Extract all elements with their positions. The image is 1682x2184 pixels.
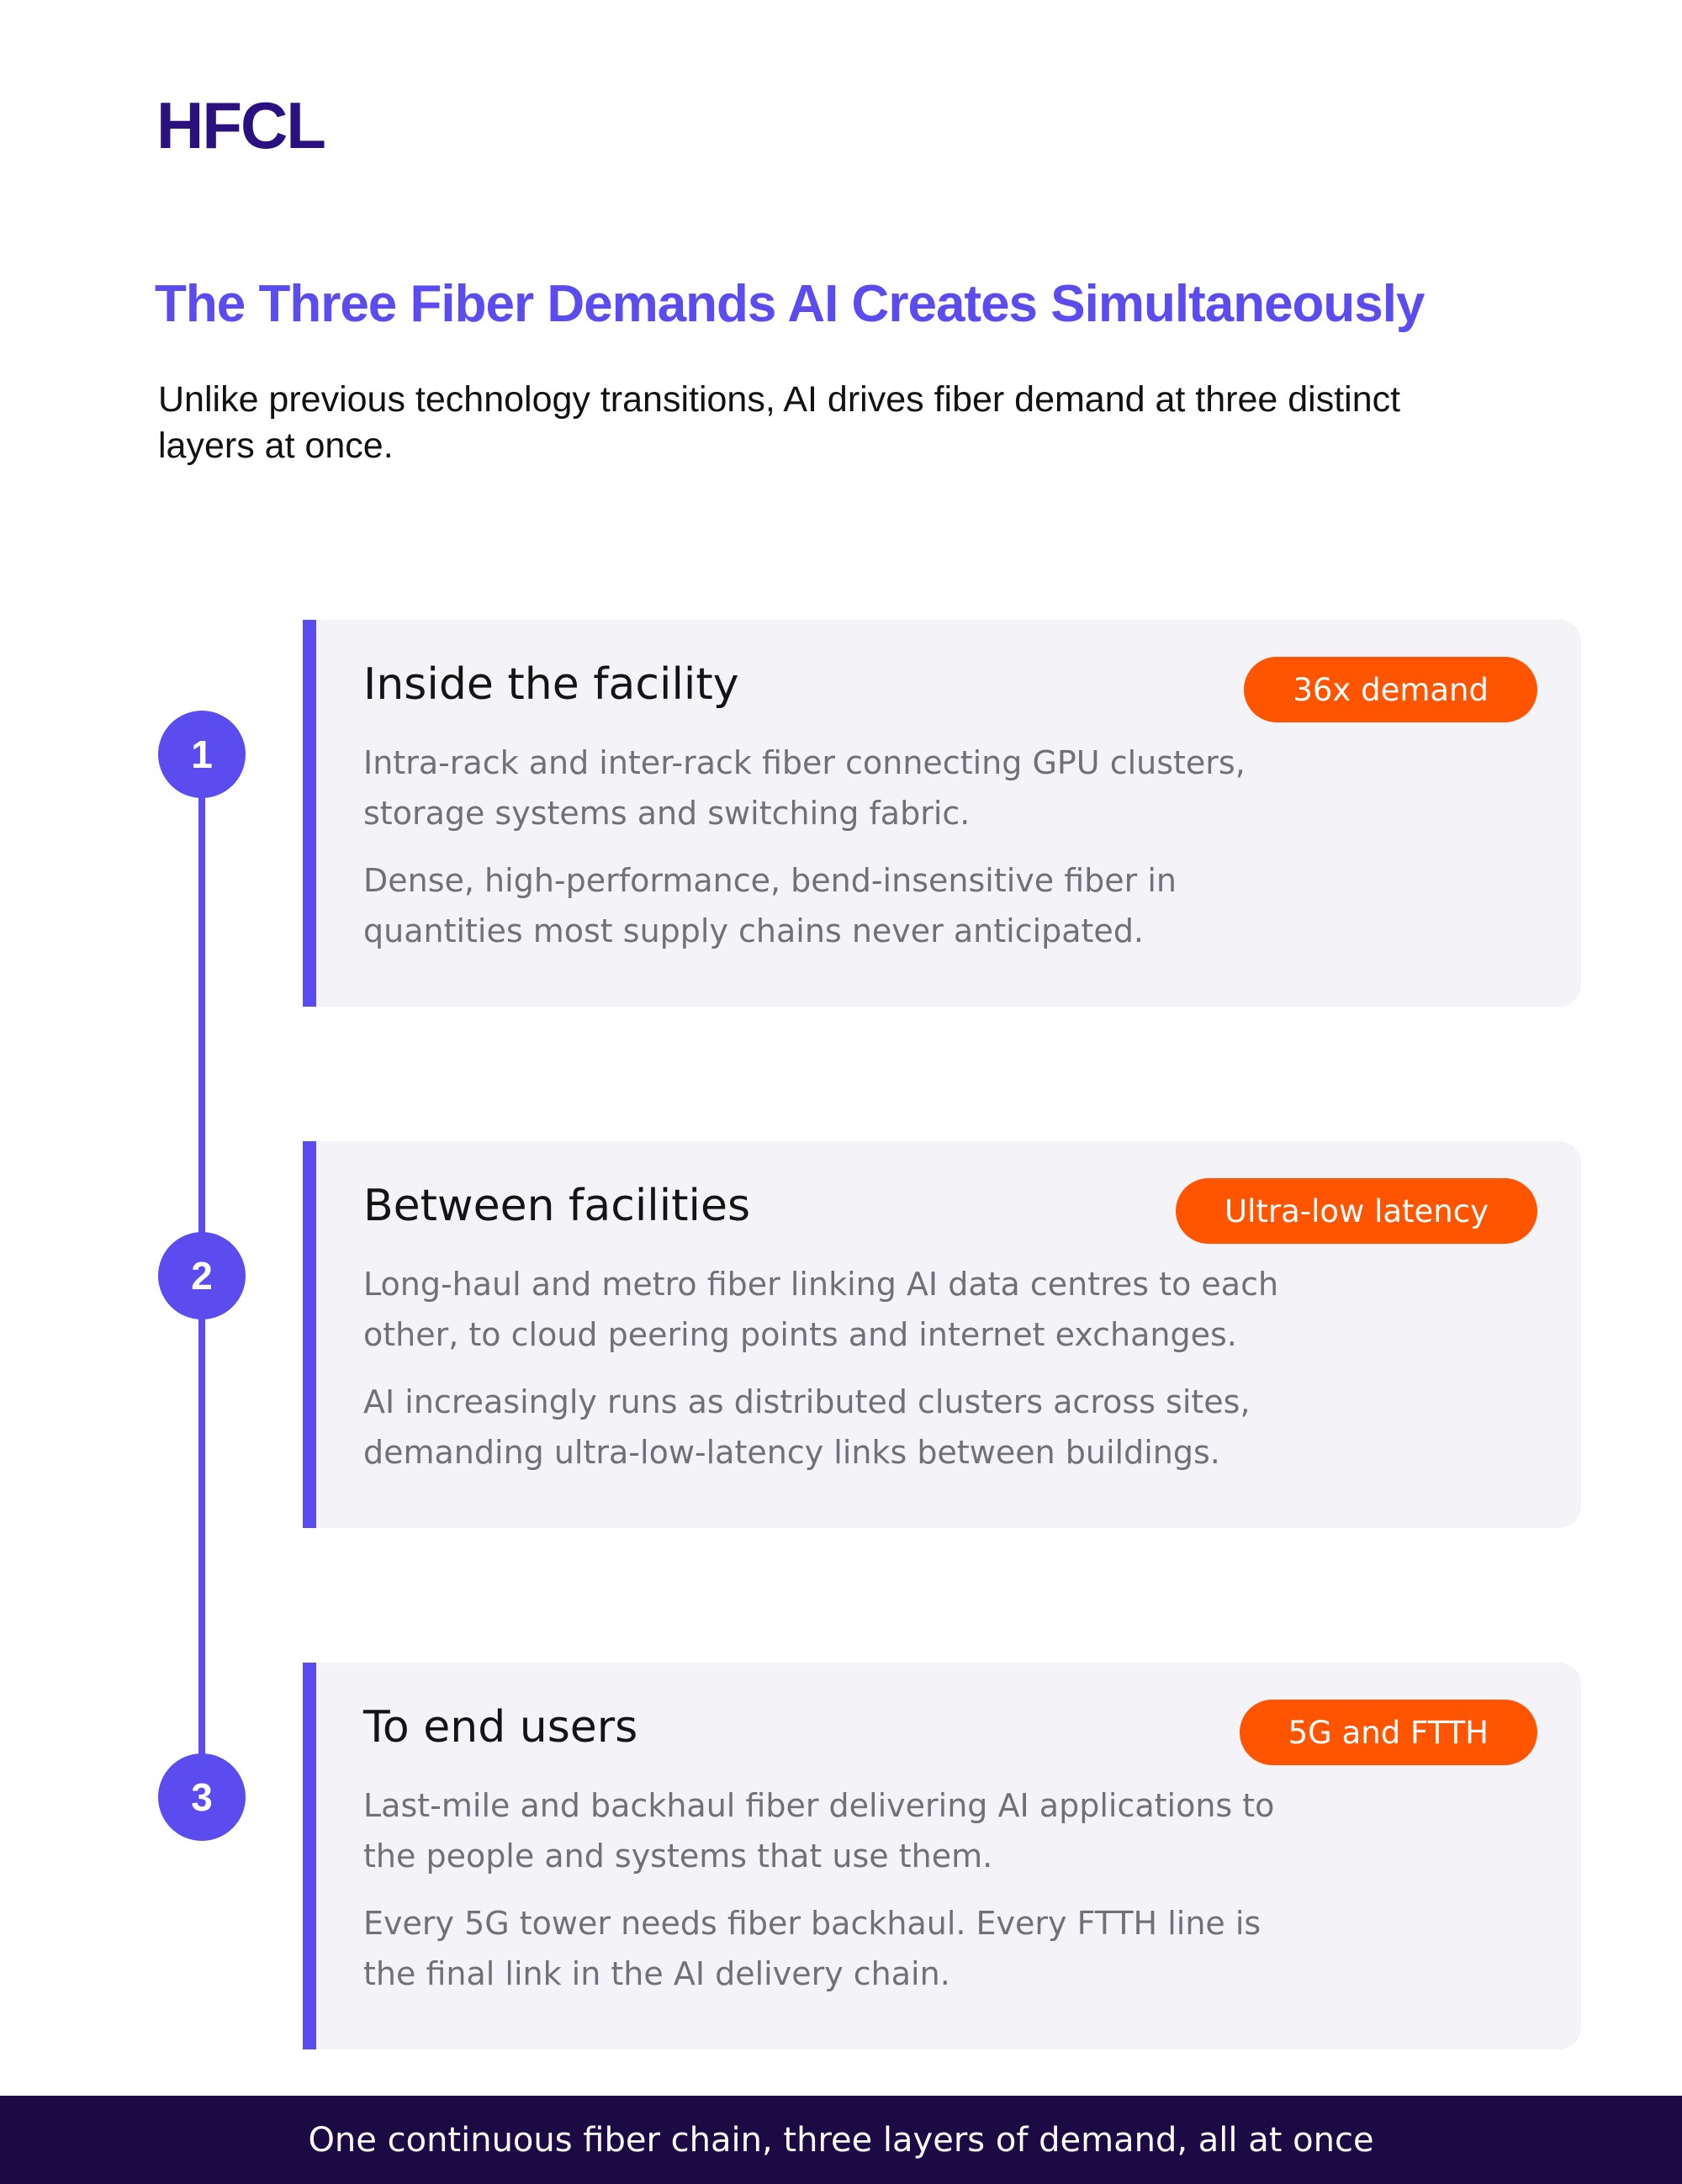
card-description: Long-haul and metro fiber linking AI dat… (363, 1266, 1279, 1353)
card-description: Intra-rack and inter-rack fiber connecti… (363, 744, 1246, 832)
layer-card-end-users: To end users 5G and FTTH Last-mile and b… (303, 1663, 1581, 2049)
step-marker-1: 1 (158, 711, 246, 798)
card-title: To end users (363, 1702, 638, 1753)
page-title: The Three Fiber Demands AI Creates Simul… (155, 275, 1425, 333)
demand-badge: Ultra-low latency (1176, 1178, 1537, 1244)
page-subtitle: Unlike previous technology transitions, … (158, 379, 1401, 466)
card-detail: Every 5G tower needs fiber backhaul. Eve… (363, 1905, 1262, 1992)
hfcl-logo: HFCL (156, 88, 326, 162)
layer-card-between-facilities: Between facilities Ultra-low latency Lon… (303, 1141, 1581, 1528)
step-marker-3: 3 (158, 1753, 246, 1841)
demand-badge: 5G and FTTH (1239, 1700, 1537, 1765)
card-title: Inside the facility (363, 659, 739, 710)
layer-card-inside-facility: Inside the facility 36x demand Intra-rac… (303, 620, 1581, 1007)
step-marker-2: 2 (158, 1232, 246, 1319)
card-detail: Dense, high-performance, bend-insensitiv… (363, 862, 1177, 949)
footer-banner: One continuous fiber chain, three layers… (0, 2096, 1682, 2184)
card-description: Last-mile and backhaul fiber delivering … (363, 1787, 1275, 1875)
demand-badge: 36x demand (1244, 657, 1537, 722)
card-detail: AI increasingly runs as distributed clus… (363, 1383, 1251, 1471)
card-title: Between facilities (363, 1181, 751, 1231)
